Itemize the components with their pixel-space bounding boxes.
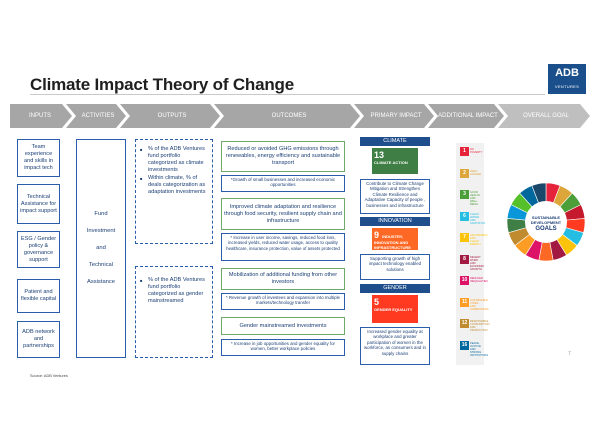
sdg-8-label: DECENT WORK AND ECONOMIC GROWTH [470,255,485,271]
logo-sub: VENTURES [554,84,580,89]
adb-ventures-logo: ADB VENTURES [548,64,586,94]
sdg-12-label: RESPONSIBLE CONSUMPTION AND PRODUCTION [470,320,490,332]
header-activities: ACTIVITIES [66,104,126,128]
outcome-gender-note: * Increase in job opportunities and gend… [221,339,345,356]
sdg-label: GENDER EQUALITY [374,307,413,312]
header-overall-goal: OVERALL GOAL [498,104,590,128]
primary-gender-header: GENDER [360,284,430,293]
input-esg-gender-policy: ESG / Gender policy & governance support [17,231,60,268]
logo-name: ADB [555,67,579,79]
primary-gender-desc: Increased gender equality at workplace a… [360,327,430,365]
outcome-mobilization-note: * Revenue growth of investees and expans… [221,293,345,310]
output-item: Within climate, % of deals categorizatio… [140,175,208,196]
page-title: Climate Impact Theory of Change [30,75,294,94]
activity-line: Investment [86,228,116,234]
outcome-ghg-note: *Growth of small businesses and increase… [221,175,345,192]
wheel-center [525,201,567,243]
sdg-label: INDUSTRY, INNOVATION AND INFRASTRUCTURE [374,234,411,250]
primary-innovation-desc: Supporting growth of high impact technol… [360,254,430,280]
activity-line: Assistance [86,279,116,285]
source-note: Source: ADB Ventures [30,374,68,378]
primary-climate-desc: Contribute to Climate Change Mitigation … [360,179,430,214]
sdg-1-icon: 1 [460,147,469,156]
sdg-7-label: AFFORDABLE AND CLEAN ENERGY [470,234,488,246]
sdg-8-icon: 8 [460,254,469,264]
sdg-6-label: CLEAN WATER AND SANITATION [470,212,486,225]
goal-line3: GOALS [535,226,556,232]
activity-line: Fund [94,211,108,217]
activity-line: and [96,245,106,251]
header-primary-impact: PRIMARY IMPACT [354,104,434,128]
header-outputs: OUTPUTS [120,104,220,128]
output-box-climate: % of the ADB Ventures fund portfolio cat… [135,139,213,244]
sdg-6-icon: 6 [460,211,469,221]
sdg-wheel-icon: SUSTAINABLE DEVELOPMENT GOALS [506,182,586,262]
sdg-12-icon: 12 [460,319,469,328]
sdg-number: 9 [374,230,380,240]
output-item: % of the ADB Ventures fund portfolio cat… [140,146,208,174]
primary-climate-header: CLIMATE [360,137,430,146]
activity-line: Technical [88,262,114,268]
outcome-gender-mainstreamed: Gender mainstreamed investments [221,317,345,335]
outcome-ghg-reduction: Reduced or avoided GHG emissions through… [221,141,345,172]
sdg-3-label: GOOD HEALTH AND WELL-BEING [470,191,481,206]
header-additional-impact: ADDITIONAL IMPACT [428,104,504,128]
output-item: % of the ADB Ventures fund portfolio cat… [140,277,208,305]
sdg-5-gender-equality-icon: 5 GENDER EQUALITY [372,295,418,323]
input-patient-capital: Patient and flexible capital [17,279,60,313]
sdg-number: 13 [374,150,385,160]
header-outcomes: OUTCOMES [214,104,360,128]
title-divider [30,94,545,95]
sdg-number: 5 [374,297,380,307]
sdg-16-icon: 16 [460,340,469,350]
primary-innovation-header: INNOVATION [360,217,430,226]
sdg-13-climate-action-icon: 13 CLIMATE ACTION [372,148,418,174]
sdg-16-label: PEACE, JUSTICE AND STRONG INSTITUTIONS [470,341,489,357]
goal-line1: SUSTAINABLE [532,215,560,220]
output-box-gender: % of the ADB Ventures fund portfolio cat… [135,266,213,358]
sdg-2-icon: 2 [460,168,469,178]
outcome-mobilization: Mobilization of additional funding from … [221,268,345,290]
header-inputs: INPUTS [10,104,72,128]
outcome-climate-adaptation: Improved climate adaptation and resilien… [221,198,345,230]
goal-line2: DEVELOPMENT [531,220,562,225]
sdg-9-industry-innovation-icon: 9 INDUSTRY, INNOVATION AND INFRASTRUCTUR… [372,228,418,250]
input-adb-network: ADB network and partnerships [17,321,60,358]
sdg-2-label: ZERO HUNGER [470,169,482,176]
page-number: 7 [568,351,571,357]
input-technical-assistance: Technical Assistance for impact support [17,184,60,224]
additional-impact-strip [456,143,484,365]
sdg-1-label: NO POVERTY [470,148,483,154]
sdg-10-label: REDUCED INEQUALITIES [470,277,488,283]
outcome-adaptation-note: * Increase in user income, savings, redu… [221,233,345,261]
sdg-11-icon: 11 [460,297,469,307]
sdg-7-icon: 7 [460,233,469,242]
sdg-3-icon: 3 [460,190,469,199]
activities-box: Fund Investment and Technical Assistance [76,139,126,358]
sdg-label: CLIMATE ACTION [374,160,408,165]
input-team-experience: Team experience and skills in impact tec… [17,139,60,177]
sdg-11-label: SUSTAINABLE CITIES AND COMMUNITIES [470,298,489,311]
sdg-10-icon: 10 [460,276,469,285]
